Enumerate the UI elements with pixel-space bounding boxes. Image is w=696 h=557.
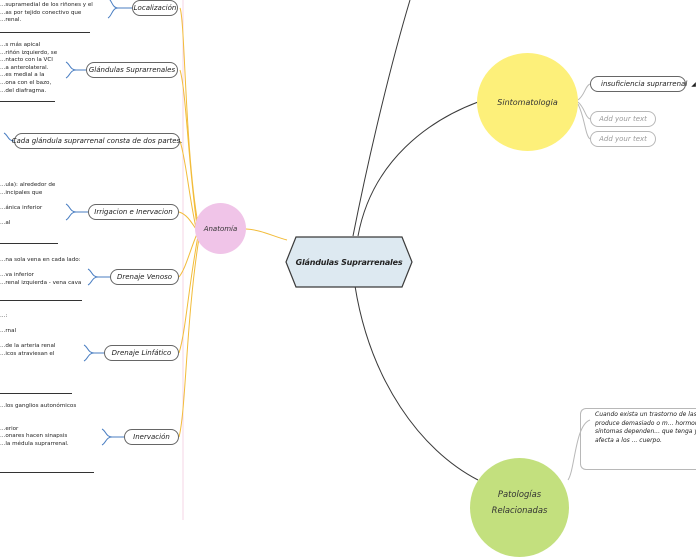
add-text-node-2[interactable]: Add your text — [590, 131, 656, 147]
drenaje-venoso-label: Drenaje Venoso — [116, 273, 173, 281]
central-topic-shape — [285, 236, 413, 288]
patologias-title: Patologías Relacionadas — [492, 486, 548, 518]
anatomia-node[interactable]: Anatomía — [195, 203, 246, 254]
glandulas-node[interactable]: Glándulas Suprarrenales — [86, 62, 178, 78]
cada-glandula-node[interactable]: Cada glándula suprarrenal consta de dos … — [11, 133, 183, 149]
branch-drenaje-venoso — [178, 233, 198, 278]
drenaje-linfatico-label: Drenaje Linfático — [111, 349, 172, 357]
insuficiencia-node[interactable]: insuficiencia suprarrenal ◢ — [590, 76, 696, 92]
insuficiencia-label: insuficiencia suprarrenal — [601, 80, 688, 88]
branch-inervacion — [178, 237, 200, 438]
patologias-note-box[interactable]: Cuando exista un trastorno de las... el … — [580, 408, 696, 470]
note-localizacion-underline — [0, 32, 90, 33]
note-inervacion: ...los ganglios autonómicos ...erior ...… — [0, 403, 77, 447]
note-glandulas-underline — [0, 101, 55, 102]
branch-cada — [179, 140, 197, 229]
branch-glandulas — [179, 69, 198, 227]
inervacion-label: Inervación — [133, 433, 170, 441]
note-irrigacion: ...ula): alrededor de ...incipales que .… — [0, 182, 56, 226]
note-brackets — [3, 0, 132, 446]
patologias-node[interactable]: Patologías Relacionadas — [470, 458, 569, 557]
note-localizacion: ...supramedial de los riñones y el ...as… — [0, 2, 93, 24]
note-drenaje-linfatico: ...: ...rnal ...de la arteria renal ...i… — [0, 313, 56, 357]
cada-glandula-label: Cada glándula suprarrenal consta de dos … — [11, 137, 183, 145]
central-topic-title: Glándulas Suprarrenales — [295, 257, 403, 267]
patologias-title-line2: Relacionadas — [491, 505, 548, 515]
localizacion-label: Localización — [133, 4, 177, 12]
patologias-title-line1: Patologías — [497, 489, 542, 499]
drenaje-venoso-node[interactable]: Drenaje Venoso — [110, 269, 179, 285]
note-drenaje-venoso: ...na sola vena en cada lado: ...va infe… — [0, 257, 82, 286]
connector-patologias — [354, 285, 479, 481]
sintomatologia-node[interactable]: Sintomatologia — [477, 53, 578, 151]
irrigacion-label: Irrigacion e Inervacion — [94, 208, 173, 216]
note-drenaje-linfatico-underline — [0, 393, 72, 394]
note-irrigacion-underline — [0, 243, 58, 244]
note-indicator-icon: ◢ — [691, 80, 696, 88]
connector-top — [352, 0, 411, 237]
sintomatologia-branches — [577, 83, 591, 140]
anatomia-title: Anatomía — [203, 224, 238, 233]
branch-drenaje-linfatico — [178, 235, 199, 354]
connector-anatomia — [245, 228, 288, 241]
note-inervacion-underline — [0, 472, 94, 473]
add-text-node-1[interactable]: Add your text — [590, 111, 656, 127]
note-drenaje-venoso-underline — [0, 300, 82, 301]
branch-irrigacion — [178, 211, 197, 230]
note-glandulas: ...s más apical ...riñón izquierdo, se .… — [0, 42, 58, 94]
central-topic[interactable]: Glándulas Suprarrenales — [288, 252, 410, 272]
sintomatologia-title: Sintomatologia — [497, 97, 558, 107]
glandulas-label: Glándulas Suprarrenales — [88, 66, 176, 74]
irrigacion-node[interactable]: Irrigacion e Inervacion — [88, 204, 179, 220]
patologias-bracket — [567, 419, 591, 481]
inervacion-node[interactable]: Inervación — [124, 429, 179, 445]
mind-map-canvas — [3, 0, 591, 520]
add-text-label-1: Add your text — [599, 115, 647, 123]
add-text-label-2: Add your text — [599, 135, 647, 143]
patologias-note: Cuando exista un trastorno de las... el … — [595, 411, 696, 444]
connector-sintomatologia — [357, 101, 479, 237]
branch-localizacion — [179, 7, 199, 225]
localizacion-node[interactable]: Localización — [132, 0, 178, 16]
drenaje-linfatico-node[interactable]: Drenaje Linfático — [104, 345, 179, 361]
